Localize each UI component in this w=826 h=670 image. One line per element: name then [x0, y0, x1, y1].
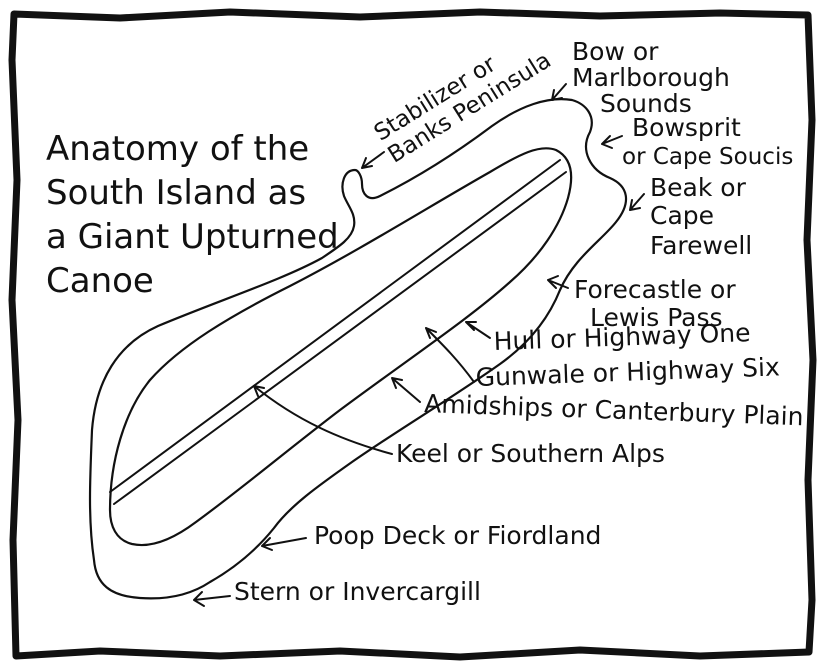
label-forecastle-line-2: Lewis Pass	[590, 303, 723, 332]
label-bow-line-3: Sounds	[600, 89, 692, 118]
label-beak-line-3: Farewell	[650, 231, 752, 260]
label-keel: Keel or Southern Alps	[396, 439, 665, 468]
keel-line-lower	[113, 171, 567, 505]
arrow-poop	[261, 537, 307, 551]
label-amidships: Amidships or Canterbury Plain	[424, 389, 804, 431]
arrow-bowsprit	[601, 135, 623, 149]
label-forecastle: Forecastle or Lewis Pass	[574, 275, 736, 332]
arrow-beak	[629, 193, 645, 211]
diagram-title: Anatomy of the South Island as a Giant U…	[46, 129, 339, 301]
label-beak-line-2: Cape	[650, 201, 714, 230]
title-line-2: South Island as	[46, 173, 306, 213]
arrow-forecastle	[547, 275, 569, 289]
label-beak-line-1: Beak or	[650, 173, 747, 202]
inner-hull-outline	[108, 147, 573, 547]
leader-arrows	[193, 83, 645, 607]
title-line-4: Canoe	[46, 261, 154, 301]
label-bow-line-2: Marlborough	[572, 63, 730, 92]
arrow-stabilizer	[361, 151, 385, 169]
label-bowsprit-line-1: Bowsprit	[632, 113, 741, 142]
label-gunwale: Gunwale or Highway Six	[475, 352, 780, 392]
frame-border	[8, 8, 817, 661]
arrow-gunwale	[425, 327, 475, 383]
title-line-3: a Giant Upturned	[46, 217, 339, 257]
label-bowsprit-line-2: or Cape Soucis	[622, 144, 793, 170]
label-bowsprit: Bowsprit or Cape Soucis	[622, 113, 793, 170]
island-outline	[88, 98, 627, 600]
label-bow: Bow or Marlborough Sounds	[572, 37, 730, 118]
arrow-hull	[465, 321, 491, 339]
arrow-keel	[253, 385, 393, 455]
arrow-amidships	[391, 377, 421, 403]
label-forecastle-line-1: Forecastle or	[574, 275, 736, 304]
label-hull: Hull or Highway One	[493, 318, 751, 356]
title-line-1: Anatomy of the	[46, 129, 309, 169]
label-poop: Poop Deck or Fiordland	[314, 521, 601, 550]
keel-line-upper	[109, 159, 561, 493]
arrow-bow	[551, 83, 567, 101]
arrow-stern	[193, 591, 231, 607]
label-beak: Beak or Cape Farewell	[650, 173, 752, 260]
label-stern: Stern or Invercargill	[234, 577, 481, 606]
label-bow-line-1: Bow or	[572, 37, 659, 66]
